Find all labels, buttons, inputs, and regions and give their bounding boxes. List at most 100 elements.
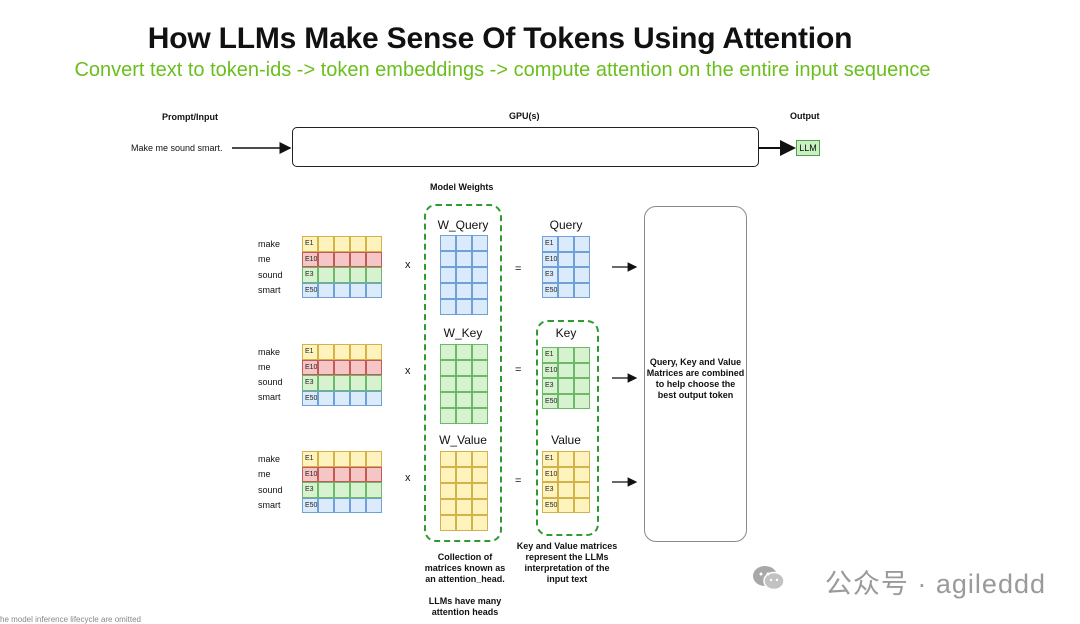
output-label-key: Key bbox=[555, 326, 577, 340]
equals-sign: = bbox=[515, 364, 522, 376]
embedding-id-cell: E10 bbox=[302, 466, 318, 482]
embedding-id-cell: E1 bbox=[302, 451, 318, 467]
weight-label-value: W_Value bbox=[439, 433, 487, 447]
matrix-cell bbox=[440, 344, 456, 360]
matrix-cell bbox=[366, 267, 382, 283]
token-word: smart bbox=[258, 500, 281, 510]
matrix-cell bbox=[574, 393, 590, 409]
matrix-cell bbox=[318, 251, 334, 267]
matrix-cell bbox=[574, 497, 590, 513]
matrix-cell bbox=[456, 283, 472, 299]
matrix-cell bbox=[366, 282, 382, 298]
embedding-id-cell: E50 bbox=[302, 282, 318, 298]
embedding-id-cell: E1 bbox=[302, 344, 318, 360]
weight-label-key: W_Key bbox=[443, 326, 483, 340]
matrix-cell bbox=[456, 408, 472, 424]
w-query-matrix bbox=[440, 235, 488, 315]
matrix-cell bbox=[334, 251, 350, 267]
matrix-cell bbox=[318, 482, 334, 498]
matrix-cell bbox=[558, 251, 574, 267]
matrix-cell bbox=[318, 282, 334, 298]
matrix-cell bbox=[574, 282, 590, 298]
token-word: me bbox=[258, 469, 271, 479]
matrix-cell bbox=[456, 515, 472, 531]
matrix-cell bbox=[440, 483, 456, 499]
matrix-cell bbox=[318, 267, 334, 283]
matrix-cell bbox=[350, 251, 366, 267]
matrix-cell bbox=[574, 251, 590, 267]
embedding-id-cell: E10 bbox=[302, 359, 318, 375]
page-title: How LLMs Make Sense Of Tokens Using Atte… bbox=[147, 22, 853, 55]
matrix-cell bbox=[440, 499, 456, 515]
prompt-header: Prompt/Input bbox=[162, 112, 218, 122]
page-subtitle: Convert text to token-ids -> token embed… bbox=[74, 59, 931, 81]
multiply-sign: x bbox=[405, 472, 411, 484]
matrix-cell bbox=[334, 451, 350, 467]
matrix-cell bbox=[366, 497, 382, 513]
matrix-cell bbox=[574, 236, 590, 252]
token-word: make bbox=[258, 239, 281, 249]
matrix-cell bbox=[574, 482, 590, 498]
key-value-box bbox=[536, 320, 599, 536]
matrix-cell bbox=[334, 282, 350, 298]
matrix-cell bbox=[334, 466, 350, 482]
matrix-cell bbox=[456, 299, 472, 315]
weight-label-query: W_Query bbox=[437, 218, 489, 232]
matrix-cell bbox=[350, 497, 366, 513]
embedding-id-cell: E3 bbox=[542, 267, 558, 283]
embedding-id-cell: E10 bbox=[542, 362, 558, 378]
matrix-cell bbox=[558, 378, 574, 394]
matrix-cell bbox=[366, 390, 382, 406]
embedding-id-cell: E50 bbox=[302, 497, 318, 513]
token-word: smart bbox=[258, 392, 281, 402]
matrix-cell bbox=[456, 267, 472, 283]
multiply-sign: x bbox=[405, 365, 411, 377]
embedding-id-cell: E10 bbox=[542, 251, 558, 267]
matrix-cell bbox=[440, 251, 456, 267]
matrix-cell bbox=[472, 467, 488, 483]
model-weights-label: Model Weights bbox=[430, 182, 494, 192]
embedding-id-cell: E3 bbox=[302, 267, 318, 283]
matrix-cell bbox=[334, 344, 350, 360]
matrix-cell bbox=[558, 267, 574, 283]
matrix-cell bbox=[318, 466, 334, 482]
matrix-cell bbox=[472, 251, 488, 267]
matrix-cell bbox=[334, 390, 350, 406]
matrix-cell bbox=[558, 466, 574, 482]
matrix-cell bbox=[334, 359, 350, 375]
output-label-value: Value bbox=[551, 433, 581, 447]
matrix-cell bbox=[318, 451, 334, 467]
matrix-cell bbox=[440, 515, 456, 531]
wechat-icon bbox=[753, 566, 785, 591]
many-heads-note: LLMs have many attention heads bbox=[428, 596, 502, 617]
equals-sign: = bbox=[515, 475, 522, 487]
embedding-id-cell: E1 bbox=[302, 236, 318, 252]
token-word: sound bbox=[258, 377, 283, 387]
embedding-id-cell: E1 bbox=[542, 347, 558, 363]
w-key-matrix bbox=[440, 344, 488, 424]
token-word: me bbox=[258, 362, 271, 372]
matrix-cell bbox=[472, 360, 488, 376]
matrix-cell bbox=[472, 483, 488, 499]
embedding-id-cell: E50 bbox=[542, 393, 558, 409]
matrix-cell bbox=[334, 236, 350, 252]
matrix-cell bbox=[574, 347, 590, 363]
matrix-cell bbox=[472, 344, 488, 360]
matrix-cell bbox=[350, 282, 366, 298]
matrix-cell bbox=[334, 482, 350, 498]
embedding-id-cell: E3 bbox=[542, 378, 558, 394]
matrix-cell bbox=[456, 392, 472, 408]
matrix-cell bbox=[456, 251, 472, 267]
llm-output-box: LLM bbox=[796, 140, 820, 156]
matrix-cell bbox=[574, 451, 590, 467]
key-value-note: Key and Value matrices represent the LLM… bbox=[516, 541, 618, 584]
matrix-cell bbox=[440, 360, 456, 376]
multiply-sign: x bbox=[405, 259, 411, 271]
matrix-cell bbox=[366, 236, 382, 252]
matrix-cell bbox=[456, 235, 472, 251]
embedding-id-cell: E1 bbox=[542, 451, 558, 467]
matrix-cell bbox=[558, 451, 574, 467]
matrix-cell bbox=[558, 282, 574, 298]
matrix-cell bbox=[366, 466, 382, 482]
